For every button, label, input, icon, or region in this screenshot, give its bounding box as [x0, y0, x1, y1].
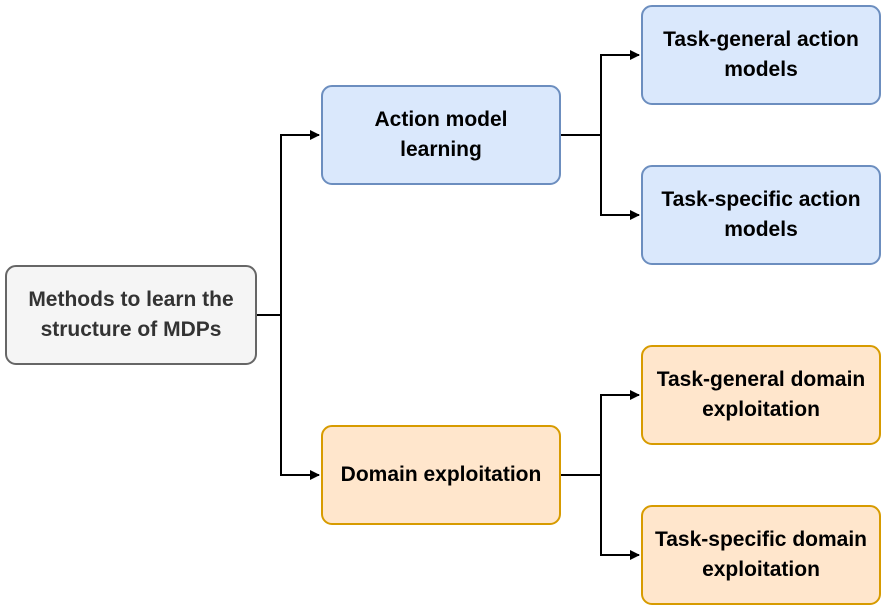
- node-task-specific-action-models: Task-specific action models: [641, 165, 881, 265]
- node-task-general-action-models-label: Task-general action models: [663, 28, 859, 81]
- node-task-general-domain-exploitation: Task-general domain exploitation: [641, 345, 881, 445]
- edge-domain-exploitation-to-task-general-domain-exploitation: [561, 390, 640, 476]
- node-task-general-domain-exploitation-label: Task-general domain exploitation: [656, 368, 866, 421]
- edge-domain-exploitation-to-task-specific-domain-exploitation: [561, 474, 640, 560]
- edge-root-to-action-model-learning: [257, 130, 320, 316]
- node-action-model-learning: Action model learning: [321, 85, 561, 185]
- node-domain-exploitation: Domain exploitation: [321, 425, 561, 525]
- edge-action-model-learning-to-task-general-action-models: [561, 50, 640, 136]
- node-task-specific-domain-exploitation: Task-specific domain exploitation: [641, 505, 881, 605]
- node-task-specific-domain-exploitation-label: Task-specific domain exploitation: [654, 528, 867, 581]
- node-task-specific-action-models-label: Task-specific action models: [661, 188, 861, 241]
- node-root: Methods to learn the structure of MDPs: [5, 265, 257, 365]
- edge-action-model-learning-to-task-specific-action-models: [561, 134, 640, 220]
- node-action-model-learning-label: Action model learning: [374, 108, 508, 161]
- node-domain-exploitation-label: Domain exploitation: [340, 463, 542, 486]
- node-task-general-action-models: Task-general action models: [641, 5, 881, 105]
- edge-root-to-domain-exploitation: [257, 314, 320, 480]
- node-root-label: Methods to learn the structure of MDPs: [28, 288, 234, 341]
